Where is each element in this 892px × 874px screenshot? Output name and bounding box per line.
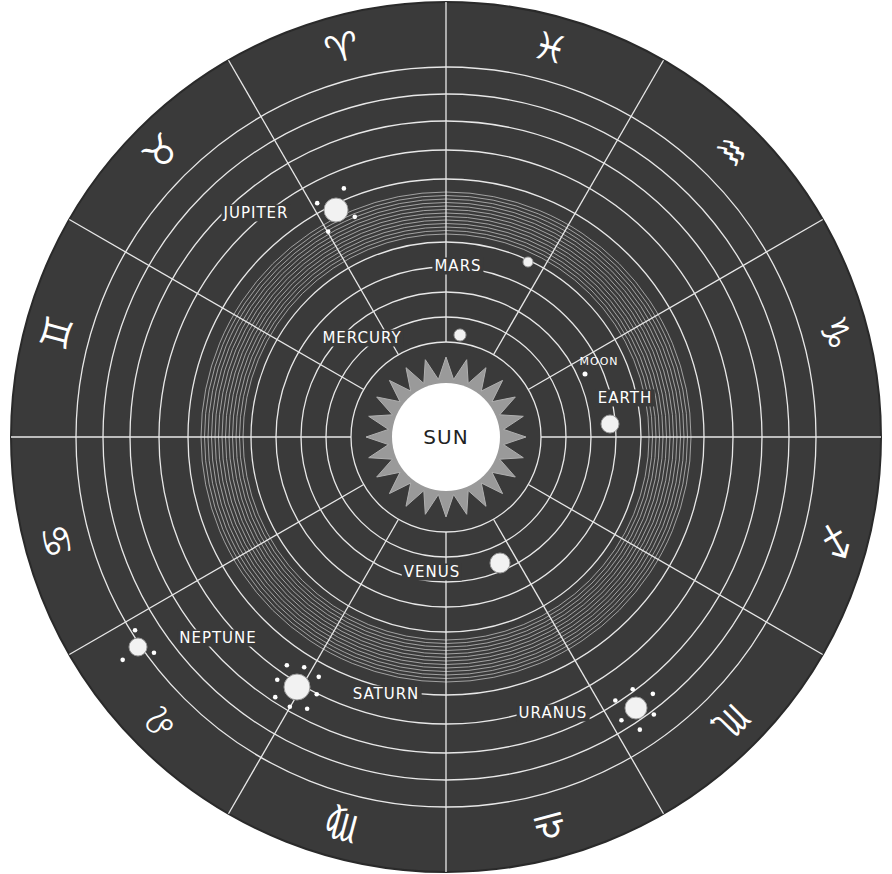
zodiac-sign: ♐ xyxy=(813,520,859,563)
zodiac-spoke xyxy=(494,60,664,354)
zodiac-sign: ♎ xyxy=(529,804,572,850)
satellite-dot xyxy=(613,698,618,703)
zodiac-sign: ♍ xyxy=(320,804,363,850)
zodiac-spoke xyxy=(11,436,351,437)
satellite-dot xyxy=(316,675,321,680)
satellite-dot xyxy=(275,678,280,683)
planet-disc xyxy=(523,257,533,267)
planet-disc xyxy=(324,198,348,222)
planet-name: MERCURY xyxy=(320,330,403,347)
zodiac-sign: ♑ xyxy=(813,311,859,354)
sun-rays xyxy=(366,357,526,517)
zodiac-spoke xyxy=(528,220,822,390)
zodiac-spoke xyxy=(69,485,363,655)
zodiac-spoke xyxy=(229,519,399,813)
planet-name: NEPTUNE xyxy=(177,630,259,647)
satellite-dot xyxy=(326,229,331,234)
zodiac-spoke xyxy=(541,436,881,437)
satellite-dot xyxy=(652,712,657,717)
planet-name: VENUS xyxy=(402,564,462,581)
zodiac-sign: ♌ xyxy=(136,696,187,747)
satellite-dot xyxy=(342,186,347,191)
moon-name: MOON xyxy=(579,356,618,367)
sun-circle: SUN xyxy=(392,383,500,491)
planet-disc xyxy=(454,329,466,341)
satellite-dot xyxy=(314,692,319,697)
planet-disc xyxy=(129,638,147,656)
satellite-dot xyxy=(120,658,125,663)
planet-name: URANUS xyxy=(517,705,590,722)
satellite-dot xyxy=(305,706,310,711)
zodiac-spoke xyxy=(445,532,446,872)
zodiac-sign: ♊ xyxy=(34,311,80,354)
planet-name: SATURN xyxy=(351,686,422,703)
zodiac-sign: ♒ xyxy=(705,127,756,178)
satellite-dot xyxy=(302,665,307,670)
planet-name: JUPITER xyxy=(222,205,291,222)
planet-disc xyxy=(625,697,647,719)
planet-name: EARTH xyxy=(596,390,655,407)
planet-disc xyxy=(284,674,310,700)
satellite-dot xyxy=(273,695,278,700)
planet-name: MARS xyxy=(432,258,483,275)
zodiac-spoke xyxy=(528,485,822,655)
planet-disc xyxy=(601,415,619,433)
satellite-dot xyxy=(352,215,357,220)
zodiac-sign: ♓ xyxy=(529,25,572,71)
orbit-circle xyxy=(351,342,541,532)
satellite-dot xyxy=(651,692,656,697)
satellite-dot xyxy=(638,727,643,732)
zodiac-sign: ♏ xyxy=(705,696,756,747)
zodiac-sign: ♈ xyxy=(320,25,363,71)
satellite-dot xyxy=(152,651,157,656)
satellite-dot xyxy=(619,718,624,723)
zodiac-spoke xyxy=(494,519,664,813)
moon-dot xyxy=(583,372,588,377)
zodiac-sign: ♉ xyxy=(136,127,187,178)
satellite-dot xyxy=(133,628,138,633)
sun-label: SUN xyxy=(423,425,468,449)
satellite-dot xyxy=(288,704,293,709)
orbit-circle xyxy=(326,317,566,557)
satellite-dot xyxy=(630,687,635,692)
zodiac-sign: ♋ xyxy=(34,520,80,563)
satellite-dot xyxy=(315,201,320,206)
zodiac-spoke xyxy=(69,220,363,390)
satellite-dot xyxy=(285,663,290,668)
planet-disc xyxy=(490,553,510,573)
zodiac-spoke xyxy=(445,2,446,342)
sky-disc xyxy=(11,2,881,872)
